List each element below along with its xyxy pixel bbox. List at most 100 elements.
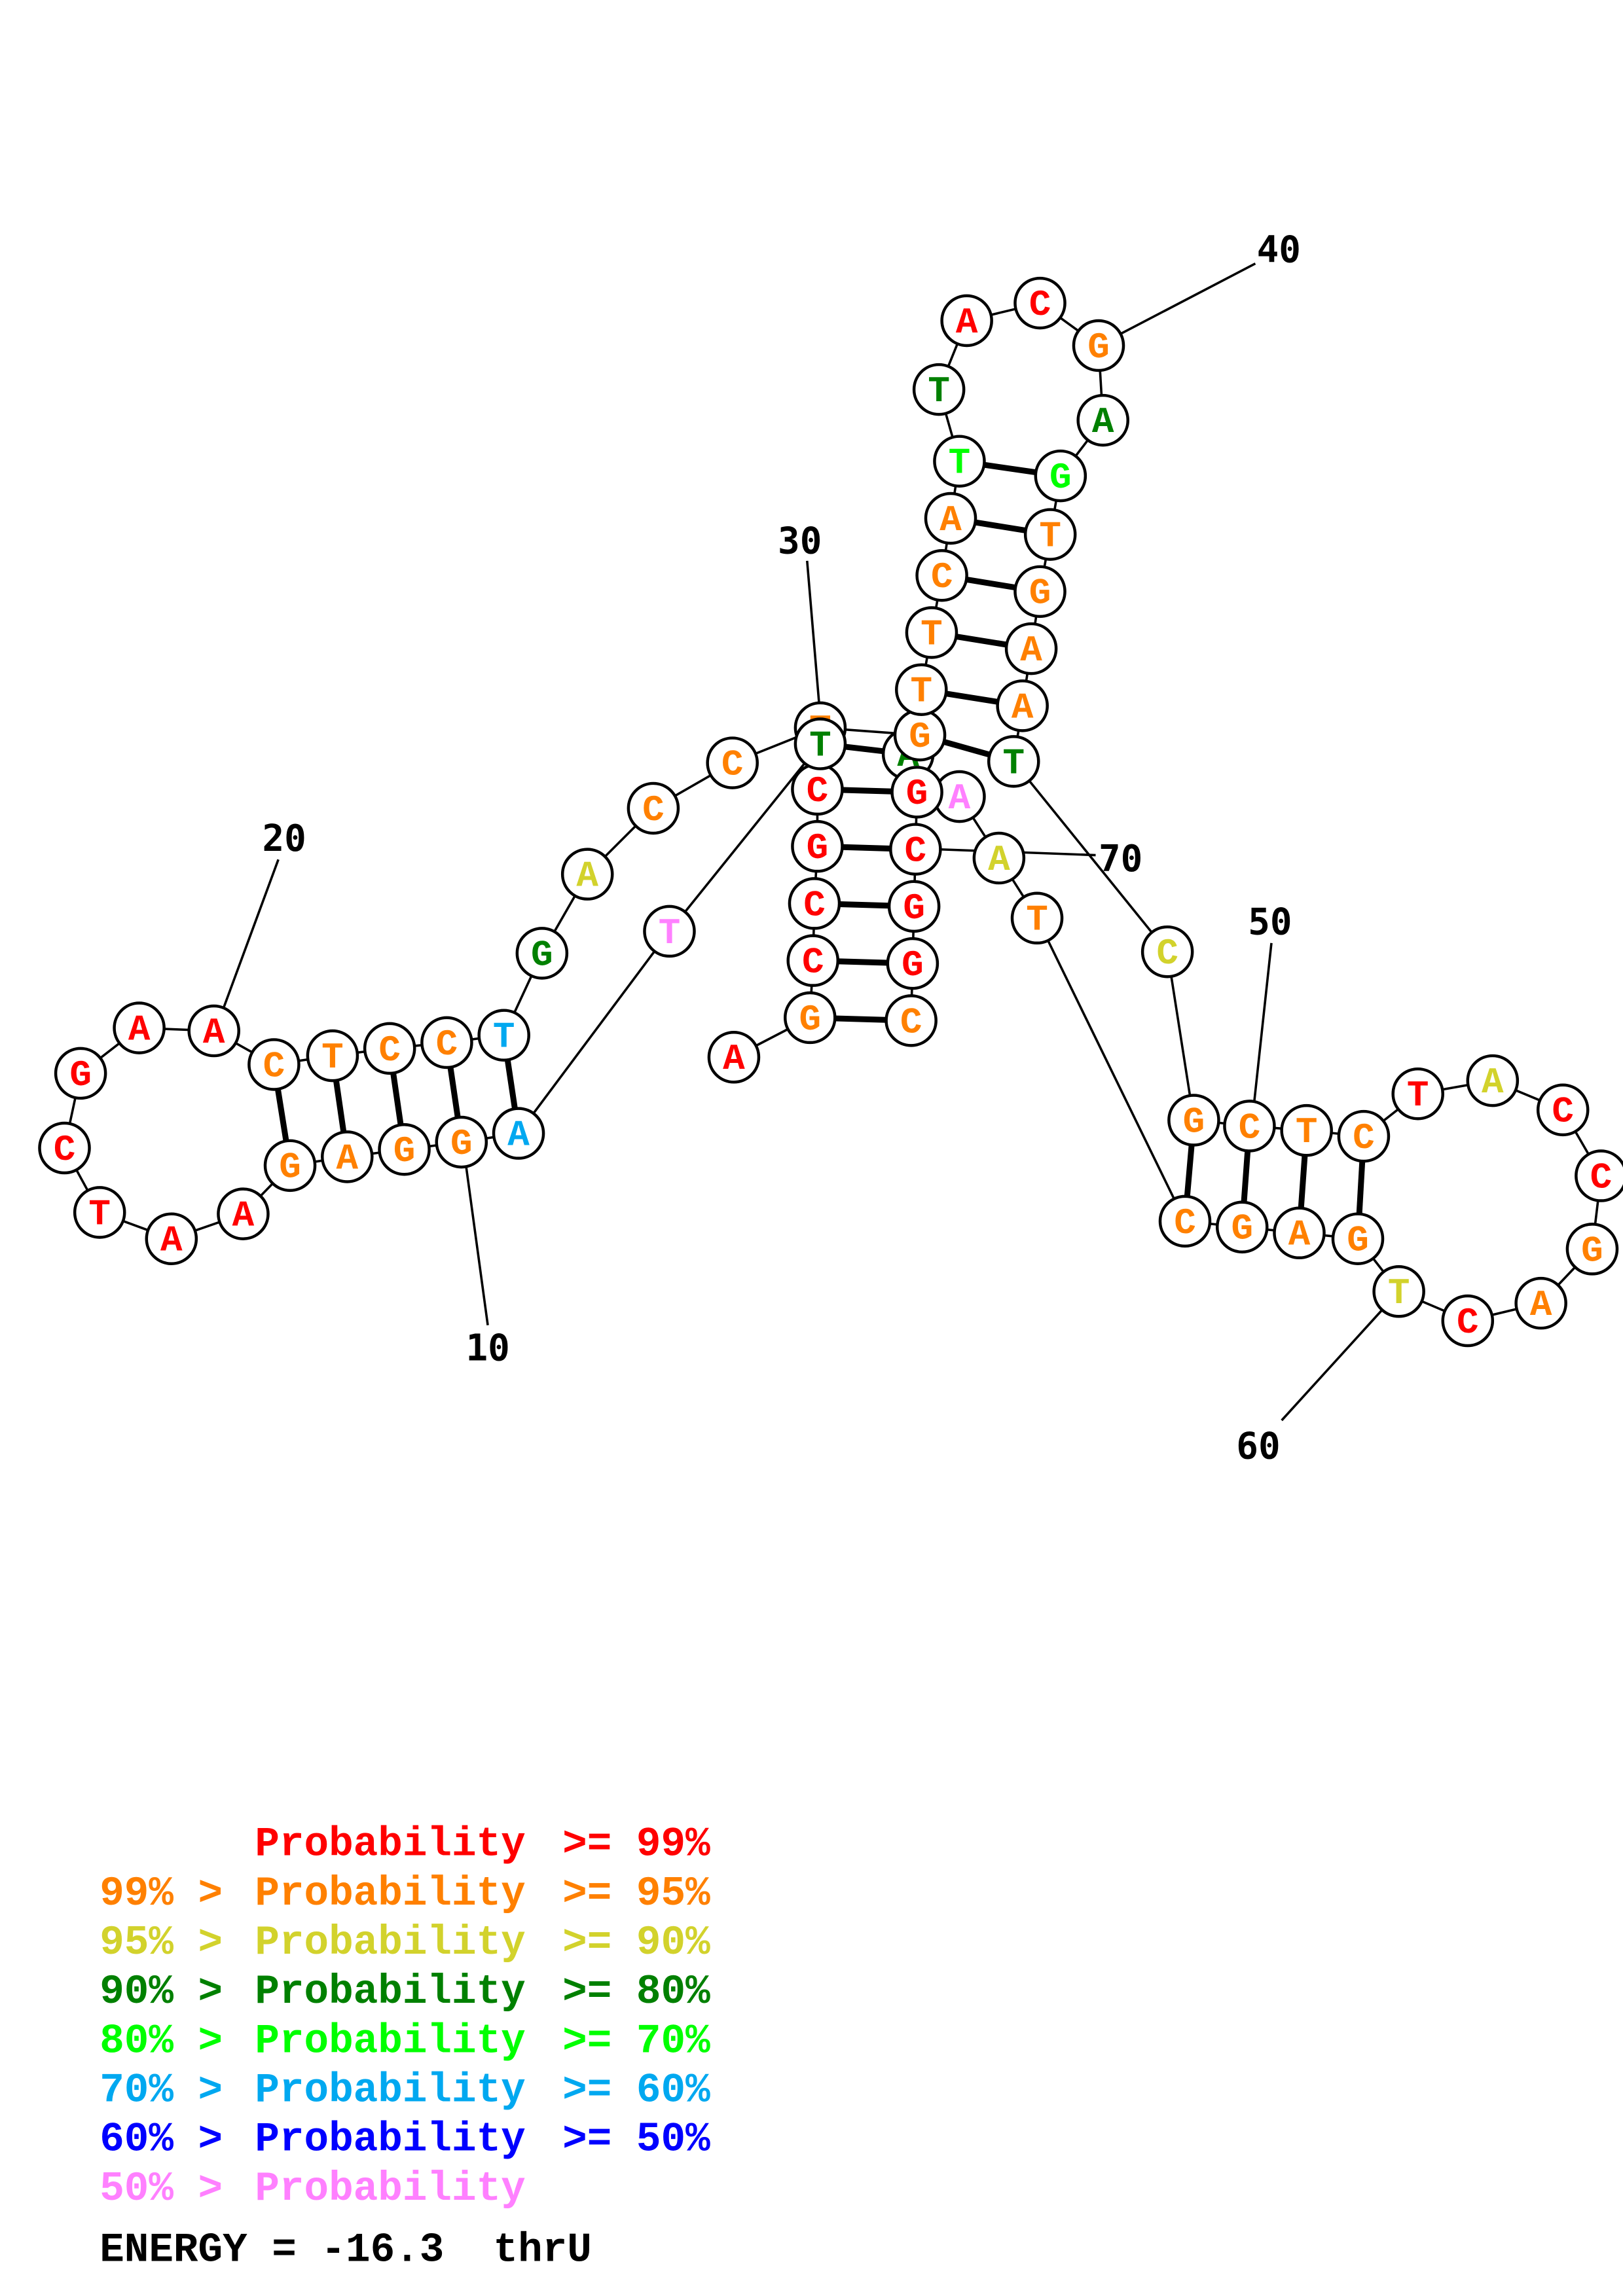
legend-label: Probability — [255, 1920, 525, 1966]
nucleotide-3: C — [786, 934, 840, 987]
nucleotide-9: A — [492, 1107, 545, 1160]
nucleotide-base: A — [203, 1012, 225, 1054]
index-label-lines — [221, 262, 1385, 1422]
nucleotide-circle — [247, 1038, 301, 1091]
nucleotide-base: T — [1407, 1075, 1429, 1117]
index-label-line — [1252, 942, 1273, 1106]
nucleotide-base: C — [721, 744, 744, 786]
nucleotide-55: C — [1536, 1083, 1590, 1137]
probability-legend: Probability>= 99%99% >Probability>= 95%9… — [100, 1821, 710, 2212]
nucleotide-base: A — [956, 302, 978, 344]
nucleotide-base: T — [921, 613, 943, 655]
nucleotide-circle — [378, 1122, 431, 1176]
nucleotide-65: T — [1010, 891, 1064, 945]
legend-lower-bound: 80% > — [100, 2018, 223, 2064]
nucleotide-54: A — [1466, 1054, 1520, 1107]
nucleotide-circle — [560, 848, 614, 901]
nucleotide-49: G — [1167, 1094, 1220, 1147]
nucleotide-51: T — [1280, 1103, 1333, 1157]
nucleotide-circle — [987, 735, 1040, 788]
nucleotide-base: T — [493, 1016, 515, 1058]
nucleotide-circle — [912, 363, 966, 416]
nucleotide-base: G — [279, 1147, 301, 1189]
nucleotide-circle — [933, 435, 986, 488]
nucleotide-circle — [783, 991, 837, 1045]
nucleotide-base: A — [988, 839, 1010, 881]
nucleotide-circle — [38, 1121, 91, 1175]
nucleotide-base: A — [1288, 1214, 1311, 1256]
nucleotide-circle — [924, 492, 977, 545]
nucleotide-8: T — [643, 905, 696, 958]
nucleotide-circle — [145, 1212, 198, 1265]
nucleotide-circle — [1010, 891, 1064, 945]
nucleotide-base: T — [1296, 1111, 1318, 1153]
nucleotide-15: A — [145, 1212, 198, 1265]
nucleotide-29: C — [706, 736, 759, 789]
nucleotide-43: T — [1023, 508, 1077, 561]
index-label-line — [464, 1164, 489, 1325]
nucleotide-circle — [1466, 1054, 1520, 1107]
nucleotide-72: G — [886, 937, 939, 990]
nucleotide-16: T — [73, 1186, 126, 1239]
index-labels: 10 20 30 40 50 60 70 — [263, 228, 1301, 1467]
index-label-line — [1120, 262, 1256, 335]
nucleotide-base: G — [799, 999, 821, 1041]
nucleotide-base: G — [903, 888, 925, 929]
nucleotide-circle — [1140, 925, 1194, 978]
legend-lower-bound: 70% > — [100, 2067, 223, 2113]
nucleotide-base: C — [1239, 1107, 1261, 1149]
backbone-link — [1012, 761, 1169, 953]
index-label-10: 10 — [466, 1327, 510, 1369]
nucleotide-circle — [1337, 1109, 1391, 1163]
nucleotide-base: A — [939, 499, 962, 541]
nucleotide-44: G — [1013, 565, 1067, 619]
nucleotide-57: G — [1565, 1223, 1619, 1276]
nucleotide-circle — [1441, 1294, 1495, 1348]
index-label-line — [1281, 1306, 1385, 1422]
legend-lower-bound: 99% > — [100, 1871, 223, 1917]
nucleotide-21: C — [247, 1038, 301, 1091]
nucleotide-circle — [217, 1187, 270, 1240]
nucleotide-base: C — [1552, 1091, 1574, 1133]
nucleotide-circle — [1013, 565, 1067, 619]
nucleotide-base: C — [1174, 1202, 1196, 1244]
nucleotide-base: A — [949, 778, 971, 819]
index-label-20: 20 — [263, 817, 306, 860]
nucleotide-13: G — [263, 1139, 317, 1193]
nucleotide-base: T — [1026, 899, 1048, 941]
nucleotide-circle — [1013, 276, 1067, 330]
nucleotide-base: C — [436, 1024, 458, 1066]
nucleotide-circle — [1158, 1194, 1212, 1248]
nucleotide-base: G — [69, 1054, 92, 1096]
legend-lower-bound: 60% > — [100, 2117, 223, 2163]
nucleotide-71: G — [887, 880, 941, 933]
nucleotide-70: C — [889, 823, 942, 876]
legend-upper-bound: >= 99% — [562, 1821, 710, 1868]
nucleotide-27: A — [560, 848, 614, 901]
nucleotide-circle — [915, 548, 968, 602]
nucleotide-base: A — [507, 1115, 530, 1157]
nucleotide-circle — [996, 679, 1049, 732]
index-label-50: 50 — [1248, 901, 1292, 943]
legend-row-p80: 90% >Probability>= 80% — [100, 1969, 710, 2015]
nucleotide-base: T — [1388, 1272, 1410, 1314]
nucleotide-base: T — [659, 912, 681, 954]
nucleotide-base: G — [909, 716, 931, 758]
nucleotide-12: A — [321, 1130, 374, 1183]
nucleotide-circle — [435, 1115, 488, 1169]
nucleotide-40: G — [1072, 319, 1125, 372]
nucleotide-37: T — [912, 363, 966, 416]
nucleotide-47: T — [987, 735, 1040, 788]
nucleotide-6: C — [791, 762, 844, 816]
nucleotide-1: A — [707, 1031, 761, 1084]
legend-label: Probability — [255, 2166, 525, 2212]
nucleotide-33: T — [905, 606, 958, 659]
nucleotide-4: C — [788, 877, 841, 930]
nucleotide-circle — [492, 1107, 545, 1160]
nucleotide-base: C — [803, 884, 826, 926]
nucleotide-circle — [884, 994, 938, 1047]
nucleotide-base: C — [1029, 284, 1051, 326]
legend-row-plow: 50% >Probability — [100, 2166, 526, 2212]
nucleotide-base: C — [1457, 1302, 1479, 1344]
